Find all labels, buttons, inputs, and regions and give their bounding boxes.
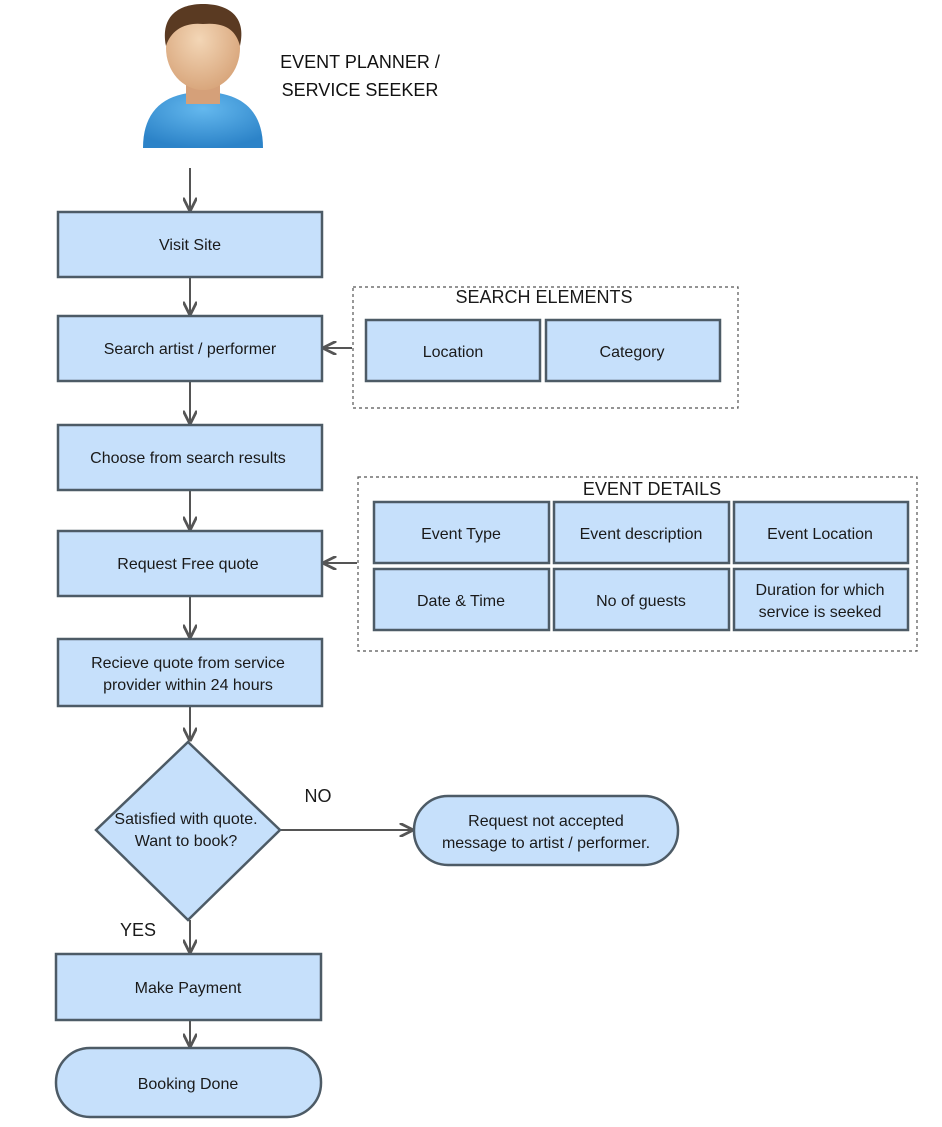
search-element-location-label: Location	[423, 344, 484, 361]
step-choose	[56, 423, 324, 492]
step-visit-site-label: Visit Site	[159, 237, 221, 254]
step-visit-site	[56, 210, 324, 279]
terminator-rejected	[412, 794, 680, 867]
avatar-body	[143, 92, 263, 148]
terminator-booking-done	[54, 1046, 323, 1119]
branch-yes-label: YES	[120, 920, 156, 940]
event-detail-description	[552, 500, 731, 565]
search-element-category-label: Category	[600, 344, 665, 361]
avatar-hair	[164, 4, 242, 46]
search-element-category	[544, 318, 722, 383]
decision-label-1: Satisfied with quote.	[114, 811, 257, 828]
step-receive-quote-label-2: provider within 24 hours	[103, 677, 273, 694]
search-elements-group	[352, 286, 739, 409]
decision-diamond	[94, 740, 282, 922]
step-make-payment	[54, 952, 323, 1022]
step-search	[56, 314, 324, 383]
event-details-title: EVENT DETAILS	[583, 479, 721, 499]
step-search-label: Search artist / performer	[104, 341, 277, 358]
event-detail-location-label: Event Location	[767, 526, 873, 543]
booking-done-label: Booking Done	[138, 1076, 239, 1093]
step-choose-label: Choose from search results	[90, 450, 286, 467]
rejected-label-1: Request not accepted	[468, 813, 624, 830]
step-request-quote-label: Request Free quote	[117, 556, 259, 573]
decision-label-2: Want to book?	[135, 833, 238, 850]
event-detail-duration-label-2: service is seeked	[759, 604, 882, 621]
step-request-quote	[56, 529, 324, 598]
event-detail-guests	[552, 567, 731, 632]
step-receive-quote-label-1: Recieve quote from service	[91, 655, 285, 672]
event-detail-type	[372, 500, 551, 565]
search-elements-title: SEARCH ELEMENTS	[455, 287, 632, 307]
event-detail-date-time-label: Date & Time	[417, 593, 505, 610]
avatar-head	[166, 6, 240, 90]
event-detail-location	[732, 500, 910, 565]
branch-no-label: NO	[305, 786, 332, 806]
event-detail-date-time	[372, 567, 551, 632]
actor-label-line2: SERVICE SEEKER	[282, 80, 439, 100]
rejected-label-2: message to artist / performer.	[442, 835, 650, 852]
event-detail-type-label: Event Type	[421, 526, 501, 543]
event-detail-duration-label-1: Duration for which	[756, 582, 885, 599]
search-element-location	[364, 318, 542, 383]
step-receive-quote	[56, 637, 324, 708]
step-make-payment-label: Make Payment	[135, 980, 242, 997]
event-detail-duration	[732, 567, 910, 632]
event-detail-description-label: Event description	[580, 526, 703, 543]
event-detail-guests-label: No of guests	[596, 593, 686, 610]
actor-label-line1: EVENT PLANNER /	[280, 52, 440, 72]
avatar	[143, 4, 263, 148]
